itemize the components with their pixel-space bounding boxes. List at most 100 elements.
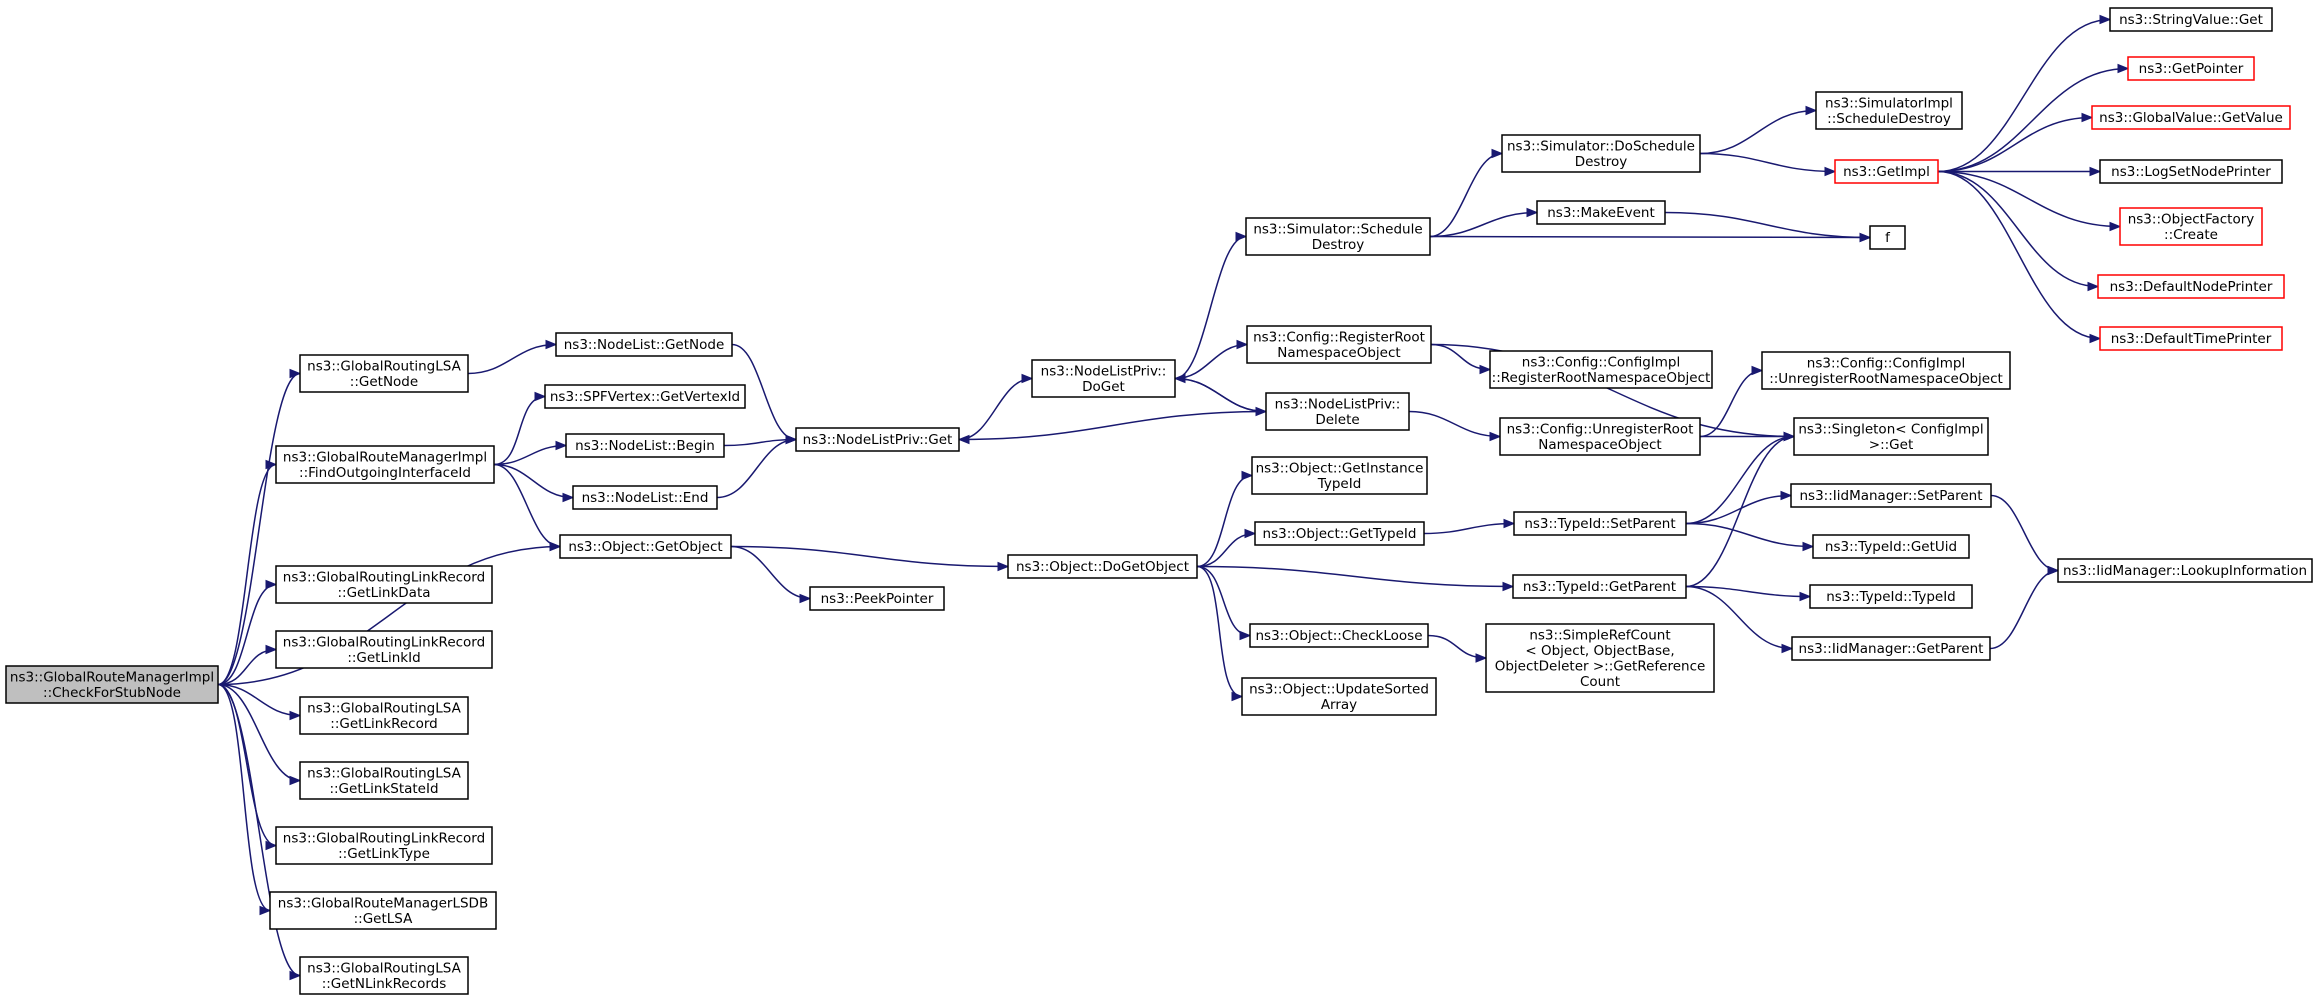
node-cfg-register[interactable]: ns3::Config::RegisterRootNamespaceObject [1246,325,1432,364]
node-getimpl[interactable]: ns3::GetImpl [1834,159,1939,184]
node-label-line: ns3::GlobalRoutingLSA [307,960,461,976]
node-obj-gettypeid[interactable]: ns3::Object::GetTypeId [1254,521,1425,546]
edge-arrowhead [534,391,547,402]
node-cfg-unregister[interactable]: ns3::Config::UnregisterRootNamespaceObje… [1499,417,1701,456]
node-iid-setparent[interactable]: ns3::IidManager::SetParent [1790,483,1992,508]
node-box [2109,7,2273,32]
node-root[interactable]: ns3::GlobalRouteManagerImpl::CheckForStu… [5,665,219,704]
node-label-line: ::CheckForStubNode [43,685,181,701]
edge-arrowhead [1239,630,1252,641]
node-simimpl-scheduledestroy[interactable]: ns3::SimulatorImpl::ScheduleDestroy [1815,91,1963,130]
node-label-line: ns3::Object::UpdateSorted [1249,681,1429,697]
node-iid-getparent[interactable]: ns3::IidManager::GetParent [1791,636,1991,661]
node-spf-getvertexid[interactable]: ns3::SPFVertex::GetVertexId [544,384,746,409]
node-defaulttimeprinter[interactable]: ns3::DefaultTimePrinter [2099,326,2283,351]
node-objgetobject[interactable]: ns3::Object::GetObject [559,534,732,559]
edge-arrowhead [1244,528,1257,539]
edge-getimpl-to-defaulttimeprinter [1937,170,2101,340]
node-nodelist-end[interactable]: ns3::NodeList::End [572,485,718,510]
node-getlinkstateid[interactable]: ns3::GlobalRoutingLSA::GetLinkStateId [299,761,469,800]
node-box [1007,554,1198,579]
edge-typeid-getparent-to-iid-getparent [1685,585,1793,650]
node-label-line: ns3::TypeId::GetParent [1523,579,1676,595]
node-defaultnodeprinter[interactable]: ns3::DefaultNodePrinter [2097,274,2285,299]
node-label-line: ns3::LogSetNodePrinter [2111,164,2271,180]
node-typeid-getparent[interactable]: ns3::TypeId::GetParent [1512,574,1687,599]
node-nlp-delete[interactable]: ns3::NodeListPriv::Delete [1265,392,1410,431]
edge-grlsa-getnode-to-nodelist-getnode [467,343,557,375]
node-box [1513,511,1687,536]
node-box [1793,417,1989,456]
node-typeid-setparent[interactable]: ns3::TypeId::SetParent [1513,511,1687,536]
node-grlsa-getnode[interactable]: ns3::GlobalRoutingLSA::GetNode [299,354,469,393]
node-findout[interactable]: ns3::GlobalRouteManagerImpl::FindOutgoin… [275,445,495,484]
node-getlinktype[interactable]: ns3::GlobalRoutingLinkRecord::GetLinkTyp… [275,826,493,865]
node-getlinkrecord[interactable]: ns3::GlobalRoutingLSA::GetLinkRecord [299,696,469,735]
node-cfgimpl-register[interactable]: ns3::Config::ConfigImpl::RegisterRootNam… [1489,350,1713,389]
node-nlp-get[interactable]: ns3::NodeListPriv::Get [795,427,960,452]
edge-arrowhead [1802,541,1815,552]
node-globalvalue-getvalue[interactable]: ns3::GlobalValue::GetValue [2091,105,2291,130]
node-simplerefcount[interactable]: ns3::SimpleRefCount< Object, ObjectBase,… [1485,623,1715,693]
edge-root-to-getlsa [217,683,271,912]
node-singleton-get[interactable]: ns3::Singleton< ConfigImpl>::Get [1793,417,1989,456]
node-box [1536,200,1666,225]
edge-findout-to-spf-getvertexid [493,395,546,466]
node-iid-lookupinfo[interactable]: ns3::IidManager::LookupInformation [2057,558,2313,583]
node-stringvalue-get[interactable]: ns3::StringValue::Get [2109,7,2273,32]
edge-typeid-setparent-to-singleton-get [1685,435,1795,525]
node-box [299,761,469,800]
node-nlp-doget[interactable]: ns3::NodeListPriv::DoGet [1031,359,1176,398]
node-label-line: ns3::DefaultTimePrinter [2111,331,2272,347]
node-obj-checkloose[interactable]: ns3::Object::CheckLoose [1249,623,1429,648]
node-getlinkid[interactable]: ns3::GlobalRoutingLinkRecord::GetLinkId [275,630,493,669]
node-nodelist-getnode[interactable]: ns3::NodeList::GetNode [555,332,733,357]
node-sim-schedule[interactable]: ns3::Simulator::ScheduleDestroy [1245,217,1431,256]
node-label-line: ns3::GlobalValue::GetValue [2099,110,2283,126]
node-typeid-typeid[interactable]: ns3::TypeId::TypeId [1809,584,1973,609]
edge-typeid-getparent-to-singleton-get [1685,435,1795,588]
node-box [1251,456,1428,495]
node-getlsa[interactable]: ns3::GlobalRouteManagerLSDB::GetLSA [269,891,497,930]
edge-arrowhead [1489,431,1502,442]
node-nodelist-begin[interactable]: ns3::NodeList::Begin [565,433,725,458]
node-label-line: ::GetNode [350,374,418,390]
node-logsetnodeprinter[interactable]: ns3::LogSetNodePrinter [2099,159,2283,184]
edge-objgetobject-to-peekpointer [730,545,811,600]
node-box [1254,521,1425,546]
node-getlinkdata[interactable]: ns3::GlobalRoutingLinkRecord::GetLinkDat… [275,565,493,604]
edge-nlp-delete-to-nlp-get [958,410,1267,441]
node-makeevent[interactable]: ns3::MakeEvent [1536,200,1666,225]
edge-obj-dogetobject-to-obj-checkloose [1196,565,1251,637]
node-box [275,826,493,865]
node-label-line: ns3::GlobalRouteManagerImpl [283,449,487,465]
edge-sim-doschedule-to-simimpl-scheduledestroy [1699,109,1817,155]
node-cfgimpl-unregister[interactable]: ns3::Config::ConfigImpl::UnregisterRootN… [1761,351,2011,390]
edge-nodelist-end-to-nlp-get [716,438,797,499]
edge-arrowhead [265,459,278,470]
node-label-line: ::RegisterRootNamespaceObject [1492,370,1711,386]
edge-root-to-getlinkdata [217,583,277,686]
node-typeid-getuid[interactable]: ns3::TypeId::GetUid [1812,534,1970,559]
node-getnlinkrecords[interactable]: ns3::GlobalRoutingLSA::GetNLinkRecords [299,956,469,995]
node-peekpointer[interactable]: ns3::PeekPointer [809,586,945,611]
node-f[interactable]: f [1869,225,1906,250]
node-obj-dogetobject[interactable]: ns3::Object::DoGetObject [1007,554,1198,579]
node-getpointer[interactable]: ns3::GetPointer [2127,56,2255,81]
edge-obj-dogetobject-to-obj-updatesorted [1196,565,1243,698]
node-box [2119,207,2263,246]
node-box [299,956,469,995]
edge-getimpl-to-defaultnodeprinter [1937,170,2099,288]
node-objectfactory-create[interactable]: ns3::ObjectFactory::Create [2119,207,2263,246]
node-box [275,565,493,604]
edge-arrowhead [2117,63,2130,74]
edge-root-to-findout [217,463,277,686]
edge-arrowhead [1173,373,1186,384]
node-box [1790,483,1992,508]
node-label-line: Array [1321,697,1357,713]
edge-arrowhead [1021,373,1034,384]
